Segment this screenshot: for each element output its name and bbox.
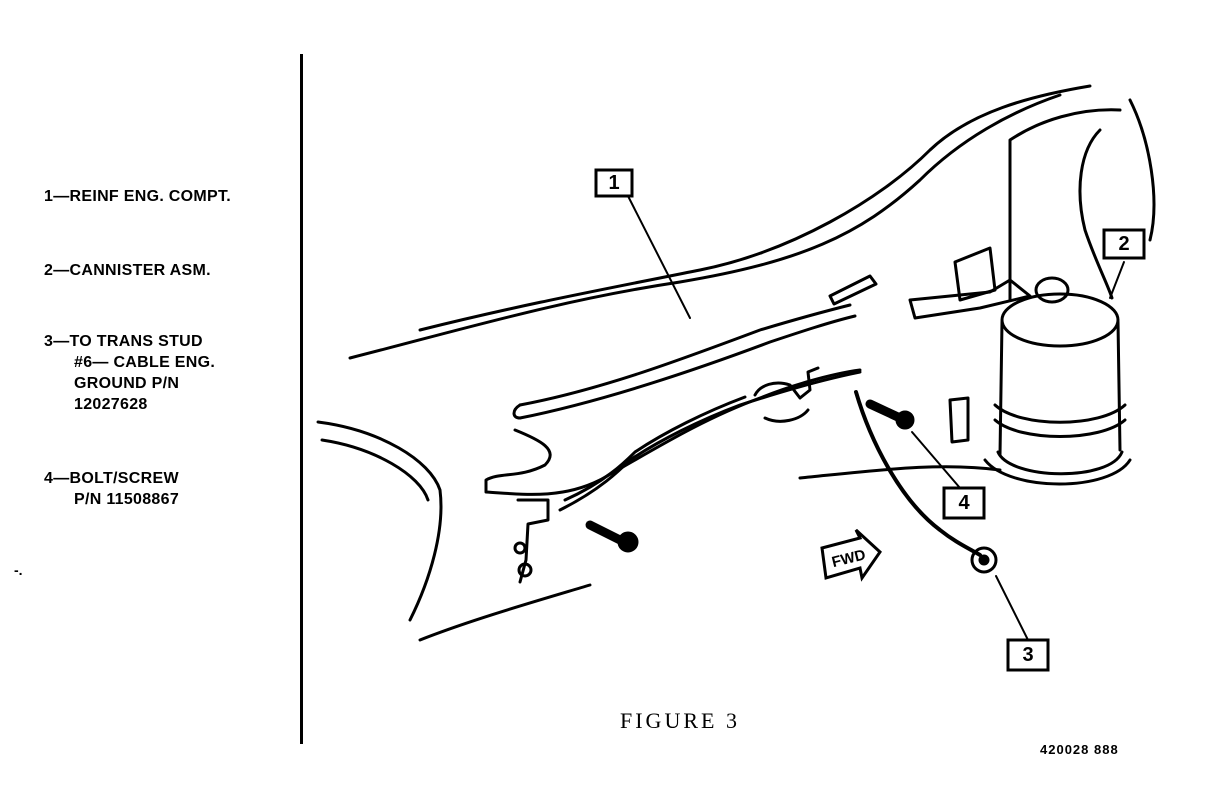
leader-line-4 [911,431,961,489]
left-bolt [585,520,625,545]
cable-terminal-ring [970,546,998,574]
canister-band [993,403,1127,424]
canister-bracket [908,278,1032,320]
stray-mark: -. [14,562,23,578]
cable-terminal-hole [978,554,990,566]
air-cleaner-outline [316,420,443,622]
clamp-bolt [948,396,970,444]
left-bracket-end [517,562,533,578]
legend-item-3-line-3: 12027628 [74,396,148,413]
figure-caption: FIGURE 3 [620,708,740,733]
reinforcement-outline-lower [518,314,857,420]
strut-tower-right [1128,98,1156,242]
legend-item-3-label: 3—TO TRANS STUD [44,333,203,350]
leader-line-2 [1109,261,1125,299]
legend-item-trans-stud: 3—TO TRANS STUD #6— CABLE ENG. GROUND P/… [44,331,215,415]
vertical-divider [300,54,303,744]
callout-2-number: 2 [1118,233,1129,255]
leader-line-3 [995,575,1029,641]
callout-3: 3 [1006,638,1050,672]
canister-mount-plate [953,246,997,302]
legend-item-bolt: 4—BOLT/SCREW P/N 11508867 [44,468,179,510]
callout-1-number: 1 [608,172,619,194]
air-cleaner-inner [320,438,430,502]
small-rod [828,274,878,306]
strut-tower [1008,108,1122,302]
callout-2: 2 [1102,228,1146,260]
callout-1: 1 [594,168,634,198]
canister-bottom [996,450,1124,476]
canister-left-side [998,320,1004,457]
callout-4: 4 [942,486,986,520]
legend-item-4-label: 4—BOLT/SCREW [44,470,179,487]
left-bracket [516,498,550,584]
canister-bolt-head [895,410,915,430]
forward-arrow: FWD [820,528,882,582]
legend-item-3-line-1: #6— CABLE ENG. [74,354,216,371]
legend-item-2-label: 2—CANNISTER ASM. [44,262,211,279]
legend-item-cannister: 2—CANNISTER ASM. [44,260,211,281]
legend-item-3-line-2: GROUND P/N [74,375,180,392]
reinforcement-outline [518,303,852,407]
legend-item-1-label: 1—REINF ENG. COMPT. [44,188,232,205]
callout-3-number: 3 [1022,644,1033,666]
ground-cable [854,390,982,557]
canister-band-lower [993,418,1127,438]
legend-item-reinf: 1—REINF ENG. COMPT. [44,186,231,207]
canister-bolt [865,399,905,423]
callout-4-number: 4 [958,492,970,514]
reinforcement-front [484,428,602,496]
canister-top-cap [1034,276,1070,304]
body-panel-outline [348,93,1062,360]
frame-line-bottom [418,583,592,642]
strut-tower-curve [1078,128,1114,300]
support-rod-edge [563,395,747,502]
legend-item-4-line-1: P/N 11508867 [74,491,180,508]
left-bracket-hole [513,541,527,555]
frame-line-lower [798,465,1002,480]
support-rod [558,370,862,512]
reference-code: 420028 888 [1040,742,1119,757]
rod-bracket-loop [763,408,810,423]
left-bolt-head [617,531,639,553]
leader-line-1 [627,195,691,319]
canister-right-side [1116,320,1122,452]
body-panel-outline-inner [418,84,1092,332]
reinforcement-end [512,403,522,420]
canister-top [1000,292,1120,348]
fwd-label: FWD [830,546,867,571]
rod-bracket [753,366,820,400]
